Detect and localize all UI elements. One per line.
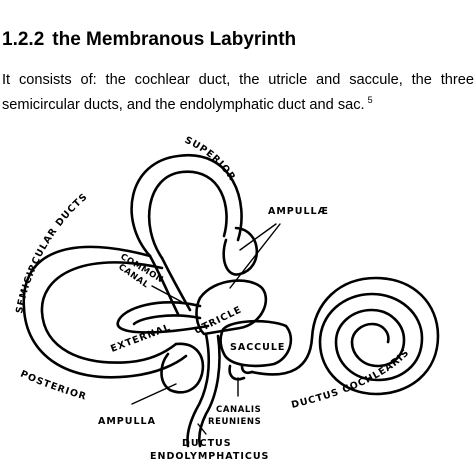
label-ampulla: AMPULLA [98, 416, 156, 427]
section-title: the Membranous Labyrinth [52, 29, 297, 50]
paragraph-line-2: semicircular ducts, and the endolymphati… [2, 90, 474, 115]
label-ampullae: AMPULLÆ [268, 206, 329, 217]
label-saccule: SACCULE [230, 342, 285, 353]
paragraph-line-1: It consists of: the cochlear duct, the u… [2, 72, 474, 88]
label-reuniens: REUNIENS [208, 417, 261, 427]
label-ductus: DUCTUS [182, 438, 232, 449]
labyrinth-drawing [22, 153, 440, 448]
section-heading: 1.2.2 the Membranous Labyrinth [2, 29, 296, 51]
citation-marker: 5 [367, 95, 373, 105]
label-superior: SUPERIOR [183, 135, 238, 183]
membranous-labyrinth-illustration: SEMICIRCULAR DUCTS SUPERIOR POSTERIOR DU… [14, 135, 440, 462]
paragraph-line-2-text: semicircular ducts, and the endolymphati… [2, 97, 365, 113]
label-endolymphaticus: ENDOLYMPHATICUS [150, 451, 269, 462]
section-number: 1.2.2 [2, 29, 45, 50]
label-canalis: CANALIS [216, 405, 261, 415]
body-paragraph: It consists of: the cochlear duct, the u… [2, 70, 474, 115]
